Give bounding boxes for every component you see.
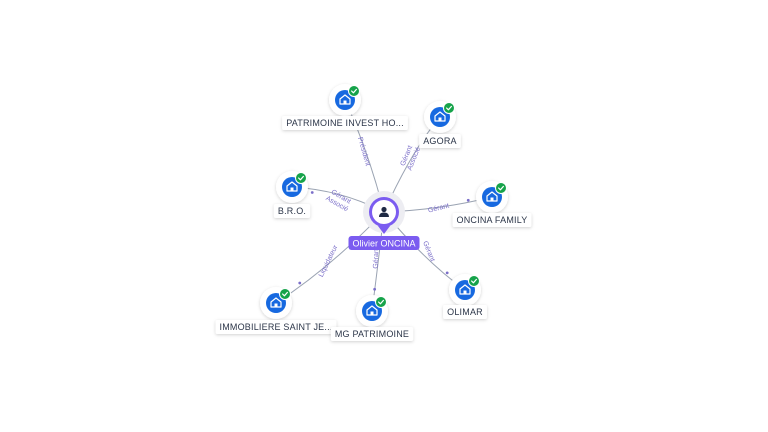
company-node-immobiliere[interactable]: IMMOBILIERE SAINT JE... [215,287,337,334]
role-text: Liquidateur [318,244,340,279]
role-text: Gérant [427,203,450,215]
company-node-agora[interactable]: AGORA [419,101,461,148]
check-icon [279,288,291,300]
check-icon [295,172,307,184]
company-node-patrimoine[interactable]: PATRIMOINE INVEST HO... [282,84,408,130]
building-icon [270,297,282,308]
company-node-mg-patrimoine[interactable]: MG PATRIMOINE [330,295,414,341]
building-icon [434,111,446,122]
company-name: AGORA [423,136,457,146]
edge-arrow [373,287,377,291]
company-name: PATRIMOINE INVEST HO... [286,118,404,128]
check-icon [375,296,387,308]
edge-role-label: Gérant [427,203,450,215]
edge-arrow [445,271,449,275]
building-icon [459,284,471,295]
person-pointer [378,226,390,234]
edge-arrow [310,191,314,194]
company-label[interactable]: PATRIMOINE INVEST HO... [282,116,408,130]
edge-arrow [466,198,470,202]
company-name: IMMOBILIERE SAINT JE... [220,322,333,332]
role-text: Gérant [373,247,381,269]
role-text: Président [356,136,371,166]
building-icon [339,94,351,105]
company-node-bro[interactable]: B.R.O. [273,171,311,218]
edge-role-label: Gérant [421,240,436,263]
company-name: ONCINA FAMILY [457,215,528,225]
edge-role-label: Gérant [373,247,381,269]
company-label[interactable]: B.R.O. [273,204,311,218]
company-label[interactable]: IMMOBILIERE SAINT JE... [215,320,337,334]
company-name: B.R.O. [278,206,306,216]
edge-arrow [298,281,302,285]
company-label[interactable]: MG PATRIMOINE [330,327,414,341]
edge-role-label: Liquidateur [318,244,340,279]
building-icon [366,305,378,316]
role-text: Gérant [421,240,436,263]
person-icon [379,206,389,217]
person-name-label[interactable]: Olivier ONCINA [348,236,420,250]
company-label[interactable]: OLIMAR [443,305,487,319]
check-icon [495,182,507,194]
building-icon [286,181,298,192]
person-node[interactable]: Olivier ONCINA [348,191,420,250]
check-icon [443,102,455,114]
company-label[interactable]: AGORA [419,134,461,148]
company-name: MG PATRIMOINE [335,329,409,339]
person-name: Olivier ONCINA [352,239,415,249]
company-name: OLIMAR [447,307,483,317]
company-node-olimar[interactable]: OLIMAR [443,274,487,319]
check-icon [348,85,360,97]
building-icon [486,191,498,202]
company-node-oncina-family[interactable]: ONCINA FAMILY [452,181,532,227]
check-icon [468,275,480,287]
company-label[interactable]: ONCINA FAMILY [452,213,532,227]
edge-role-label: Président [356,136,371,166]
